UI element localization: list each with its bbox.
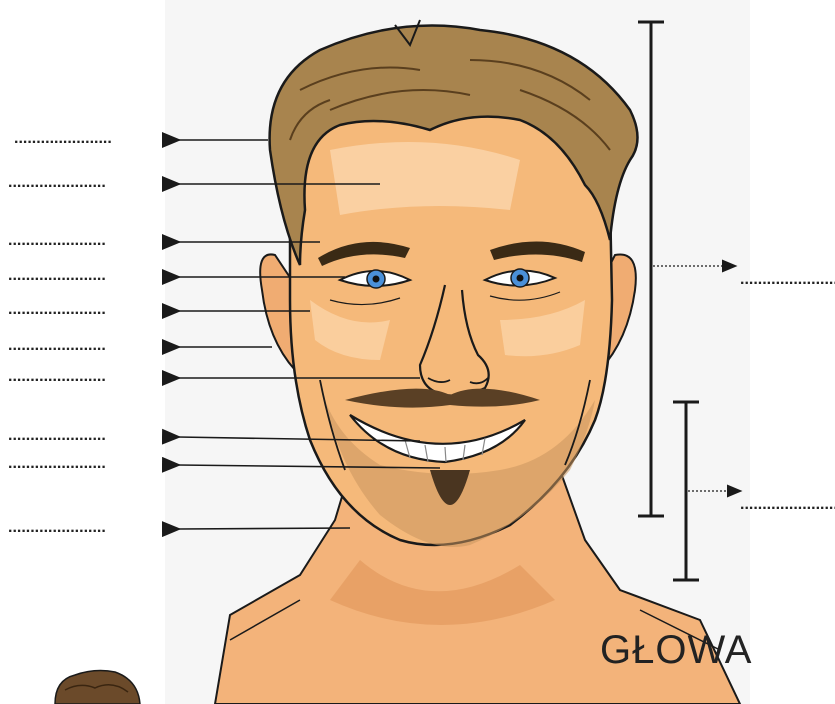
label-blank-cheek[interactable]: ......................: [8, 302, 106, 318]
label-blank-forehead[interactable]: ......................: [8, 175, 106, 191]
label-blank-eyebrow[interactable]: ......................: [8, 233, 106, 249]
label-blank-eye[interactable]: ......................: [8, 268, 106, 284]
label-blank-nose[interactable]: ......................: [8, 369, 106, 385]
diagram-title: GŁOWA: [600, 628, 752, 673]
forehead-highlight: [330, 142, 520, 215]
label-blank-beard[interactable]: ......................: [8, 520, 106, 536]
label-blank-face[interactable]: ........................: [740, 272, 835, 288]
arrow-beard: [178, 528, 350, 529]
label-blank-teeth[interactable]: ......................: [8, 428, 106, 444]
label-blank-jaw[interactable]: ........................: [740, 497, 835, 513]
label-blank-chin[interactable]: ......................: [8, 456, 106, 472]
label-blank-hair[interactable]: ......................: [14, 131, 112, 147]
thumbnail-character: [55, 671, 140, 704]
label-blank-ear[interactable]: ......................: [8, 338, 106, 354]
